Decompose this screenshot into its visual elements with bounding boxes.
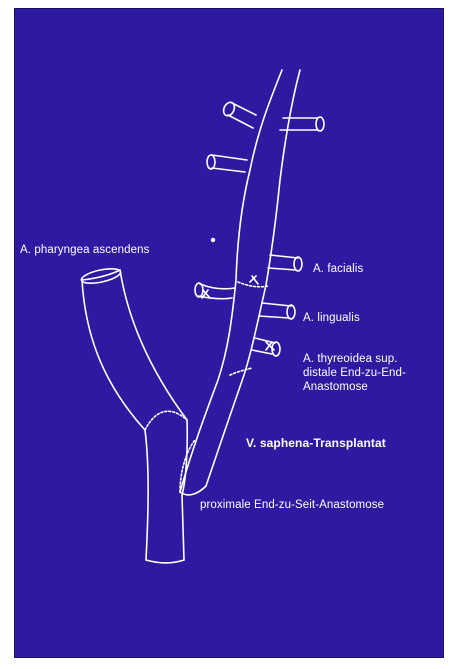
left-vessel (80, 266, 187, 563)
label-pharyngea: A. pharyngea ascendens (20, 243, 149, 257)
label-saphena: V. saphena-Transplantat (246, 436, 386, 450)
anastomosis-sutures (145, 282, 268, 492)
label-thyreoidea-3: Anastomose (303, 380, 368, 394)
label-thyreoidea-1: A. thyreoidea sup. (303, 352, 398, 366)
label-proximale: proximale End-zu-Seit-Anastomose (200, 498, 384, 512)
label-lingualis: A. lingualis (303, 311, 360, 325)
label-thyreoidea-2: distale End-zu-End- (303, 366, 406, 380)
label-facialis: A. facialis (313, 262, 363, 276)
